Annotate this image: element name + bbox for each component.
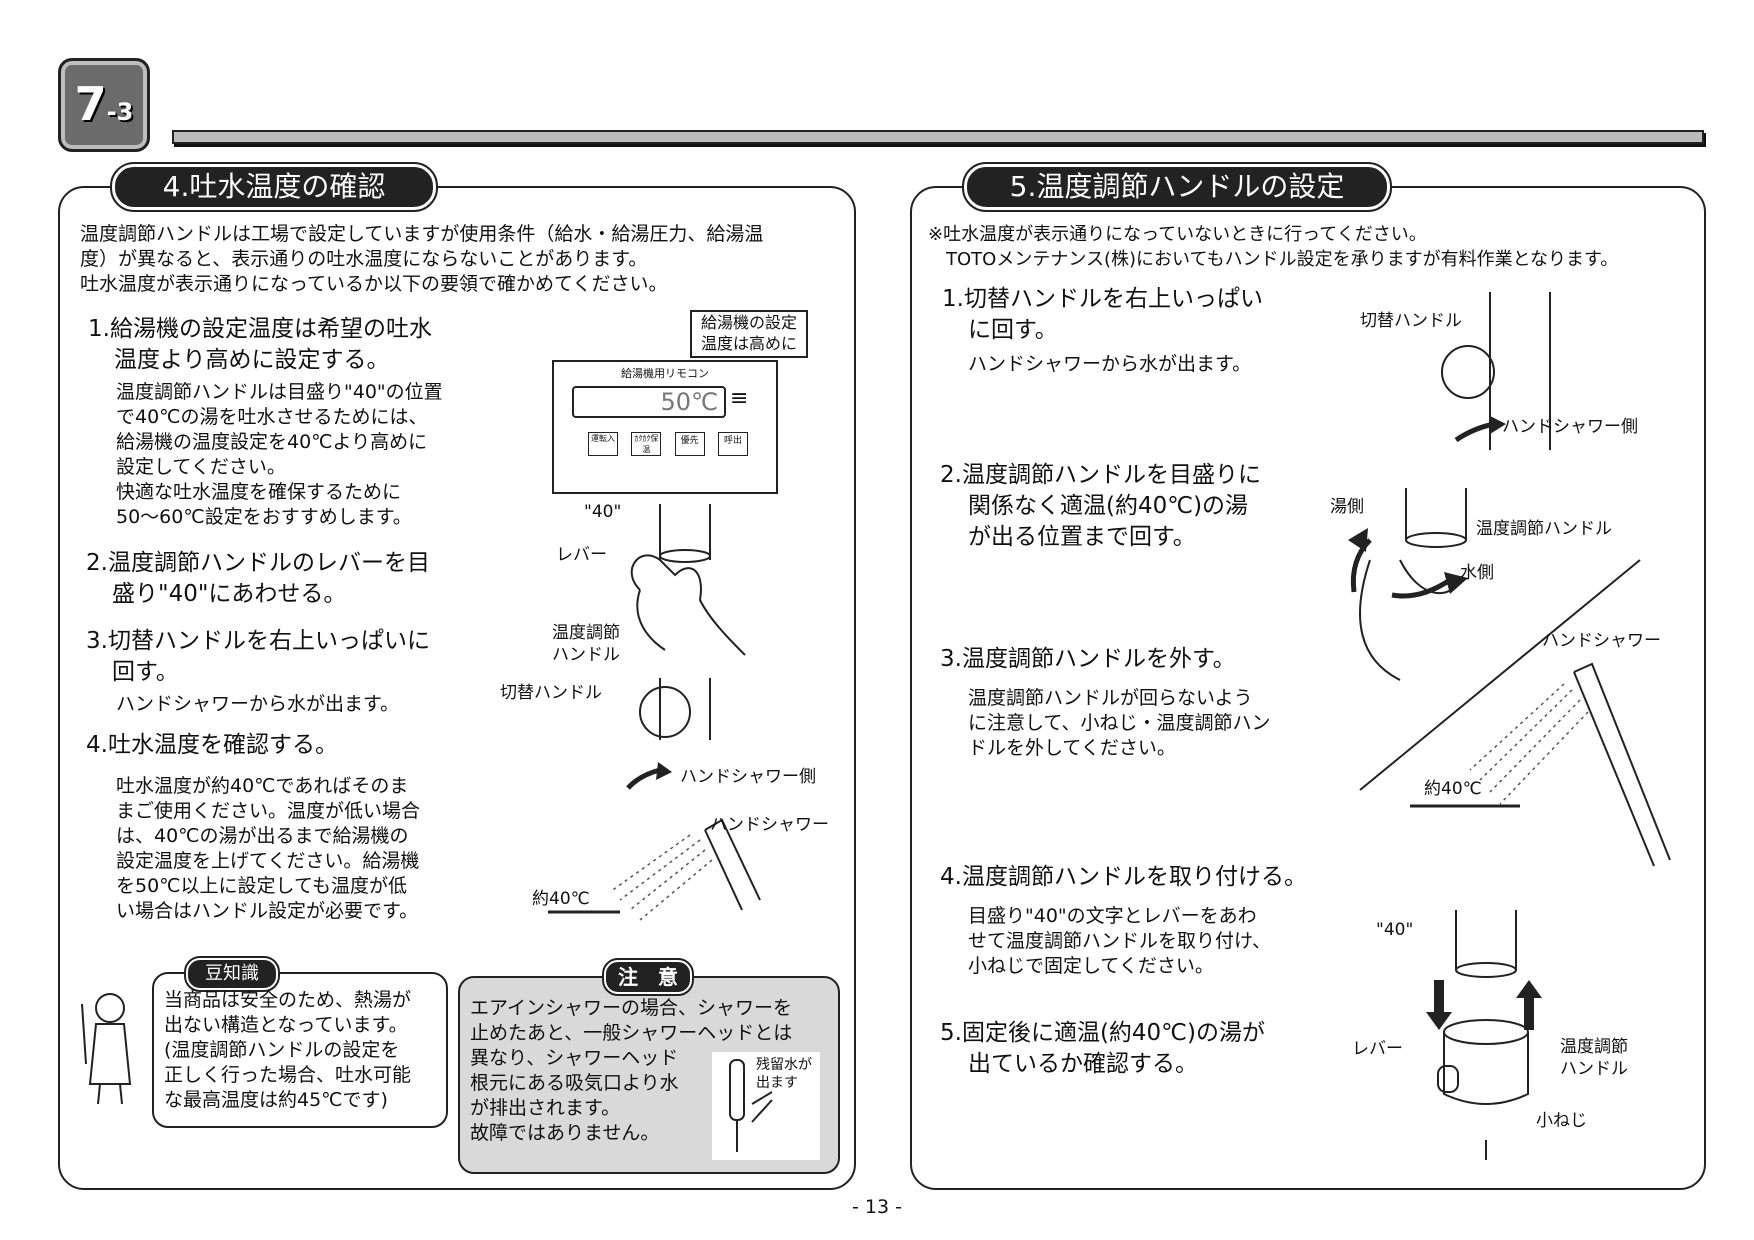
- remote-button: 優先: [674, 432, 705, 456]
- right-section-title: 5.温度調節ハンドルの設定: [962, 162, 1392, 212]
- tip-mascot-icon: [76, 984, 140, 1108]
- right-label-hot-side: 湯側: [1330, 497, 1364, 517]
- remote-controller: 給湯機用リモコン 50℃ ≡ 運転入 ｶｸｶｸ保温 優先 呼出: [552, 360, 778, 494]
- remote-buttons: 運転入 ｶｸｶｸ保温 優先 呼出: [588, 432, 748, 456]
- left-step3-body: ハンドシャワーから水が出ます。: [116, 693, 400, 715]
- right-label-screw: 小ねじ: [1536, 1111, 1587, 1131]
- caution-tag: 注 意: [602, 958, 694, 996]
- right-step4-title: 4.温度調節ハンドルを取り付ける。: [940, 864, 1307, 890]
- right-step1-title: 1.切替ハンドルを右上いっぱいに回す。: [942, 286, 1263, 343]
- remote-name: 給湯機用リモコン: [621, 367, 709, 380]
- right-step3-title: 3.温度調節ハンドルを外す。: [940, 646, 1236, 672]
- left-label-switch-handle: 切替ハンドル: [500, 683, 602, 703]
- remote-button: ｶｸｶｸ保温: [631, 432, 662, 456]
- caution-residual-label: 残留水が出ます: [756, 1057, 812, 1091]
- chapter-badge: [58, 58, 150, 152]
- right-label-approx40: 約40℃: [1424, 779, 1482, 799]
- left-section-title: 4.吐水温度の確認: [110, 162, 438, 212]
- left-step4-body: 吐水温度が約40℃であればそのままご使用ください。温度が低い場合は、40℃の湯が…: [116, 775, 421, 922]
- right-label-hand-shower: ハンドシャワー: [1542, 631, 1661, 651]
- remote-display: 50℃: [572, 386, 726, 418]
- right-label-shower-side: ハンドシャワー側: [1502, 417, 1638, 437]
- right-step1-body: ハンドシャワーから水が出ます。: [968, 353, 1252, 375]
- right-panel: [910, 186, 1706, 1190]
- right-step2-title: 2.温度調節ハンドルを目盛りに関係なく適温(約40℃)の湯が出る位置まで回す。: [940, 462, 1261, 550]
- left-step3-title: 3.切替ハンドルを右上いっぱいに回す。: [86, 628, 430, 685]
- tip-text: 当商品は安全のため、熱湯が出ない構造となっています。(温度調節ハンドルの設定を …: [164, 989, 412, 1111]
- right-step5-title: 5.固定後に適温(約40℃)の湯が出ているか確認する。: [940, 1020, 1265, 1077]
- caution-figure: 残留水が出ます: [712, 1052, 820, 1160]
- right-label-temp-handle: 温度調節ハンドル: [1476, 519, 1612, 539]
- left-label-shower-side: ハンドシャワー側: [680, 767, 816, 787]
- remote-menu-icon: ≡: [730, 386, 749, 411]
- left-step2-title: 2.温度調節ハンドルのレバーを目盛り"40"にあわせる。: [86, 550, 430, 607]
- right-label-switch-handle: 切替ハンドル: [1360, 311, 1462, 331]
- right-label-cold-side: 水側: [1460, 563, 1494, 583]
- right-label-mark40: "40": [1376, 920, 1414, 940]
- remote-button: 運転入: [588, 432, 618, 456]
- remote-button: 呼出: [717, 432, 748, 456]
- right-step4-body: 目盛り"40"の文字とレバーをあわせて温度調節ハンドルを取り付け、小ねじで固定し…: [968, 905, 1272, 977]
- left-label-hand-shower: ハンドシャワー: [710, 815, 829, 835]
- right-label-temp-handle2: 温度調節ハンドル: [1560, 1037, 1628, 1079]
- left-label-mark40: "40": [584, 502, 622, 522]
- left-label-temp-handle: 温度調節ハンドル: [552, 623, 620, 665]
- right-notes: ※吐水温度が表示通りになっていないときに行ってください。 TOTOメンテナンス(…: [928, 224, 1619, 270]
- left-intro: 温度調節ハンドルは工場で設定していますが使用条件（給水・給湯圧力、給湯温度）が異…: [80, 223, 764, 295]
- caution-text: エアインシャワーの場合、シャワーを止めたあと、一般シャワーヘッドとは異なり、シャ…: [470, 997, 793, 1144]
- header-rule: [172, 130, 1704, 144]
- left-step1-title: 1.給湯機の設定温度は希望の吐水温度より高めに設定する。: [88, 316, 432, 373]
- left-label-lever: レバー: [556, 545, 607, 565]
- left-step4-title: 4.吐水温度を確認する。: [86, 732, 338, 758]
- page-number: - 13 -: [852, 1196, 902, 1218]
- tip-box: [152, 972, 448, 1128]
- tip-tag: 豆知識: [184, 956, 280, 992]
- right-label-lever: レバー: [1352, 1039, 1403, 1059]
- remote-callout: 給湯機の設定温度は高めに: [690, 310, 808, 358]
- left-label-approx40: 約40℃: [532, 889, 590, 909]
- right-step3-body: 温度調節ハンドルが回らないように注意して、小ねじ・温度調節ハンドルを外してくださ…: [968, 687, 1271, 759]
- chapter-number: 7-3: [74, 77, 134, 131]
- left-step1-body: 温度調節ハンドルは目盛り"40"の位置で40℃の湯を吐水させるためには、給湯機の…: [116, 381, 443, 528]
